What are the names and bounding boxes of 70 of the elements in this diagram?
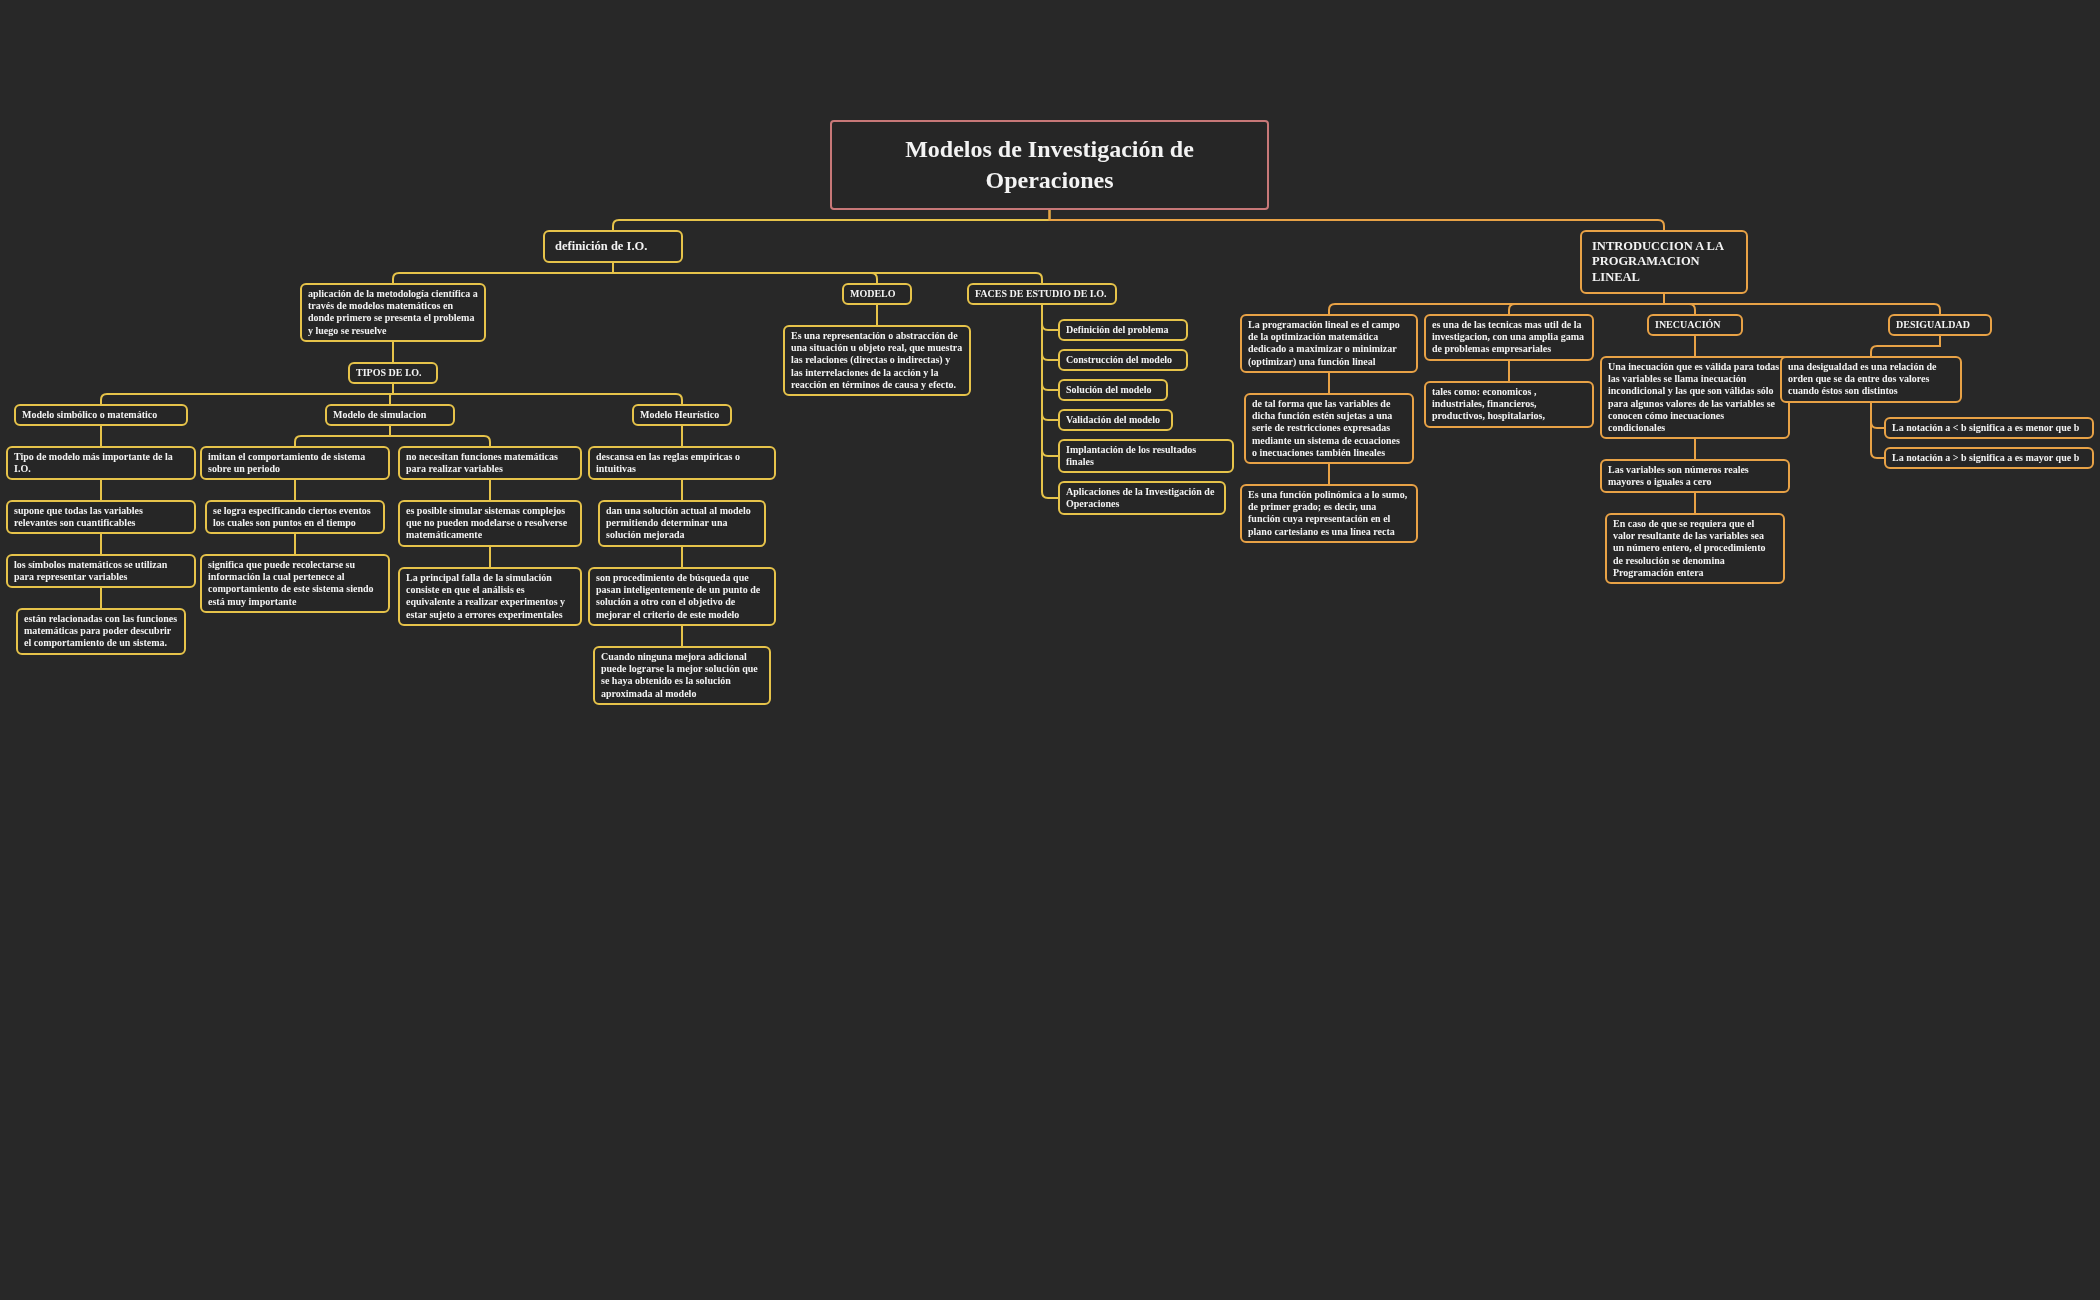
connector-line <box>1870 402 1885 459</box>
connector-line <box>100 587 102 609</box>
connector-line <box>1508 360 1510 382</box>
topic-box: La principal falla de la simulación consiste en que el análisis es equivalente a realizar experimentos y estar sujeto a errores experimentales <box>398 567 582 626</box>
connector-line <box>681 425 683 447</box>
topic-box: una desigualdad es una relación de orden que se da entre dos valores cuando éstos son distintos <box>1780 356 1962 403</box>
connector-line <box>389 425 491 447</box>
topic-box: Las variables son números reales mayores o iguales a cero <box>1600 459 1790 494</box>
topic-box: de tal forma que las variables de dicha función estén sujetas a una serie de restricciones expresadas mediante un sistema de ecuaciones o inecuaciones también lineales <box>1244 393 1414 464</box>
topic-box: Aplicaciones de la Investigación de Operaciones <box>1058 481 1226 516</box>
connector-line <box>489 479 491 501</box>
topic-box: Validación del modelo <box>1058 409 1173 432</box>
topic-box: DESIGUALDAD <box>1888 314 1992 337</box>
topic-box: MODELO <box>842 283 912 306</box>
topic-box: Tipo de modelo más importante de la I.O. <box>6 446 196 481</box>
topic-box: INECUACIÓN <box>1647 314 1743 337</box>
connector-line <box>681 479 683 501</box>
topic-box: Solución del modelo <box>1058 379 1168 402</box>
connector-line <box>1041 304 1059 499</box>
topic-box: están relacionadas con las funciones matemáticas para poder descubrir el comportamiento de un sistema. <box>16 608 186 655</box>
connector-line <box>392 341 394 363</box>
topic-box: definición de I.O. <box>543 230 683 264</box>
connector-line <box>1328 372 1330 394</box>
topic-box: tales como: economicos , industriales, financieros, productivos, hospitalarios, <box>1424 381 1594 428</box>
topic-box: Implantación de los resultados finales <box>1058 439 1234 474</box>
connector-line <box>100 425 102 447</box>
topic-box: La notación a > b significa a es mayor que b <box>1884 447 2094 470</box>
connector-line <box>294 533 296 555</box>
topic-box: La programación lineal es el campo de la optimización matemática dedicado a maximizar o minimizar (optimizar) una función lineal <box>1240 314 1418 373</box>
topic-box: INTRODUCCION A LA PROGRAMACION LINEAL <box>1580 230 1748 294</box>
central-topic-box: Modelos de Investigación de Operaciones <box>830 120 1269 211</box>
connector-line <box>1870 335 1941 357</box>
topic-box: FACES DE ESTUDIO DE I.O. <box>967 283 1117 306</box>
topic-box: se logra especificando ciertos eventos los cuales son puntos en el tiempo <box>205 500 385 535</box>
connector-line <box>876 304 878 326</box>
topic-box: es posible simular sistemas complejos que no pueden modelarse o resolverse matemáticamente <box>398 500 582 547</box>
topic-box: Es una representación o abstracción de una situación u objeto real, que muestra las relaciones (directas o indirectas) y las interrelaciones de la acción y la reacción en términos de causa y efecto. <box>783 325 971 396</box>
connector-line <box>681 625 683 647</box>
connector-line <box>1328 463 1330 485</box>
topic-box: Cuando ninguna mejora adicional puede lograrse la mejor solución que se haya obtenido es la solución aproximada al modelo <box>593 646 771 705</box>
connector-line <box>1694 438 1696 460</box>
connector-line <box>294 479 296 501</box>
topic-box: Es una función polinómica a lo sumo, de primer grado; es decir, una función cuya representación en el plano cartesiano es una línea recta <box>1240 484 1418 543</box>
topic-box: los símbolos matemáticos se utilizan para representar variables <box>6 554 196 589</box>
connector-line <box>1663 293 1941 315</box>
connector-line <box>100 533 102 555</box>
topic-box: supone que todas las variables relevantes son cuantificables <box>6 500 196 535</box>
connector-line <box>392 383 683 405</box>
connector-line <box>1694 492 1696 514</box>
connector-line <box>681 546 683 568</box>
topic-box: significa que puede recolectarse su información la cual pertenece al comportamiento de este sistema siendo está muy importante <box>200 554 390 613</box>
topic-box: descansa en las reglas empíricas o intuitivas <box>588 446 776 481</box>
topic-box: La notación a < b significa a es menor que b <box>1884 417 2094 440</box>
topic-box: Definición del problema <box>1058 319 1188 342</box>
topic-box: Modelo de simulacion <box>325 404 455 427</box>
topic-box: no necesitan funciones matemáticas para realizar variables <box>398 446 582 481</box>
connector-line <box>489 546 491 568</box>
connector-line <box>100 479 102 501</box>
topic-box: Modelo simbólico o matemático <box>14 404 188 427</box>
topic-box: TIPOS DE I.O. <box>348 362 438 385</box>
topic-box: imitan el comportamiento de sistema sobre un periodo <box>200 446 390 481</box>
topic-box: Modelo Heurístico <box>632 404 732 427</box>
connector-line <box>1694 335 1696 357</box>
topic-box: Construcción del modelo <box>1058 349 1188 372</box>
topic-box: dan una solución actual al modelo permitiendo determinar una solución mejorada <box>598 500 766 547</box>
topic-box: aplicación de la metodología científica a través de modelos matemáticos en donde primero se presenta el problema y luego se resuelve <box>300 283 486 342</box>
topic-box: son procedimiento de búsqueda que pasan inteligentemente de un punto de solución a otro con el objetivo de mejorar el criterio de este modelo <box>588 567 776 626</box>
connector-line <box>1048 209 1665 231</box>
topic-box: es una de las tecnicas mas util de la investigacion, con una amplia gama de problemas empresariales <box>1424 314 1594 361</box>
topic-box: En caso de que se requiera que el valor resultante de las variables sea un número entero, el procedimiento de resolución se denomina Programación entera <box>1605 513 1785 584</box>
